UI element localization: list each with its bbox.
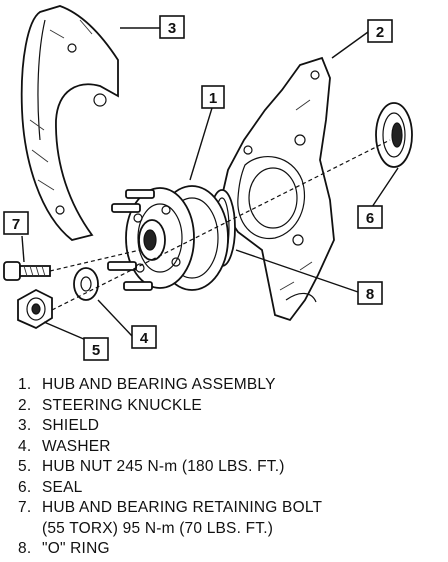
- callout-6: 6: [357, 205, 383, 229]
- leader-4: [97, 299, 133, 337]
- shield-part: [20, 5, 119, 241]
- leader-5: [43, 321, 87, 341]
- exploded-hub-diagram: 1 2 3 4 5 6 7 8: [3, 5, 413, 361]
- legend-item-1: 1. HUB AND BEARING ASSEMBLY: [18, 375, 438, 396]
- svg-text:6: 6: [366, 210, 374, 227]
- leader-8: [235, 249, 359, 293]
- legend-number: 2.: [18, 396, 32, 414]
- steering-knuckle-part: [219, 56, 335, 322]
- legend-item-8: 8. "O" RING: [18, 539, 438, 560]
- legend-text: "O" RING: [42, 540, 110, 557]
- legend-item-4: 4. WASHER: [18, 437, 438, 458]
- svg-text:4: 4: [140, 330, 149, 347]
- callout-4: 4: [131, 325, 157, 349]
- leader-2: [331, 31, 369, 59]
- legend-text: HUB NUT 245 N-m (180 LBS. FT.): [42, 458, 285, 475]
- legend-item-7-continued: (55 TORX) 95 N-m (70 LBS. FT.): [18, 519, 438, 540]
- legend-number: 8.: [18, 540, 32, 557]
- legend-item-2: 2. STEERING KNUCKLE: [18, 396, 438, 417]
- svg-text:2: 2: [376, 24, 384, 41]
- retaining-bolt-part: [3, 261, 51, 281]
- svg-text:7: 7: [12, 216, 20, 233]
- legend-text: SEAL: [42, 478, 83, 496]
- legend-item-5: 5. HUB NUT 245 N-m (180 LBS. FT.): [18, 457, 438, 478]
- parts-legend: 1. HUB AND BEARING ASSEMBLY 2. STEERING …: [18, 375, 438, 560]
- svg-text:3: 3: [168, 20, 176, 37]
- svg-text:1: 1: [209, 90, 217, 107]
- callout-5: 5: [83, 337, 109, 361]
- legend-number: 7.: [18, 499, 32, 516]
- seal-part: [375, 102, 413, 168]
- legend-text: WASHER: [42, 437, 111, 455]
- legend-text: HUB AND BEARING RETAINING BOLT: [42, 499, 323, 516]
- svg-text:8: 8: [366, 286, 374, 303]
- legend-number: 4.: [18, 437, 32, 455]
- legend-text: HUB AND BEARING ASSEMBLY: [42, 376, 276, 393]
- legend-item-7: 7. HUB AND BEARING RETAINING BOLT: [18, 498, 438, 519]
- svg-text:5: 5: [92, 342, 100, 359]
- legend-number: 3.: [18, 417, 32, 434]
- leader-7: [21, 235, 25, 263]
- legend-text: SHIELD: [42, 417, 100, 434]
- callout-8: 8: [357, 281, 383, 305]
- legend-item-6: 6. SEAL: [18, 478, 438, 499]
- legend-number: 6.: [18, 478, 32, 496]
- callout-3: 3: [159, 15, 185, 39]
- legend-number: 1.: [18, 376, 32, 393]
- callout-1: 1: [201, 85, 225, 109]
- callout-2: 2: [367, 19, 393, 43]
- legend-item-3: 3. SHIELD: [18, 416, 438, 437]
- leader-1: [189, 107, 213, 181]
- bolt-axis: [49, 249, 141, 272]
- callout-7: 7: [3, 211, 29, 235]
- legend-text: STEERING KNUCKLE: [42, 396, 202, 414]
- legend-text: (55 TORX) 95 N-m (70 LBS. FT.): [42, 519, 274, 537]
- hub-nut-part: [17, 288, 53, 330]
- assembly-axis: [51, 139, 391, 311]
- leader-6: [369, 167, 399, 211]
- washer-part: [73, 267, 99, 301]
- hub-bearing-part: [107, 185, 229, 291]
- legend-number: 5.: [18, 458, 32, 475]
